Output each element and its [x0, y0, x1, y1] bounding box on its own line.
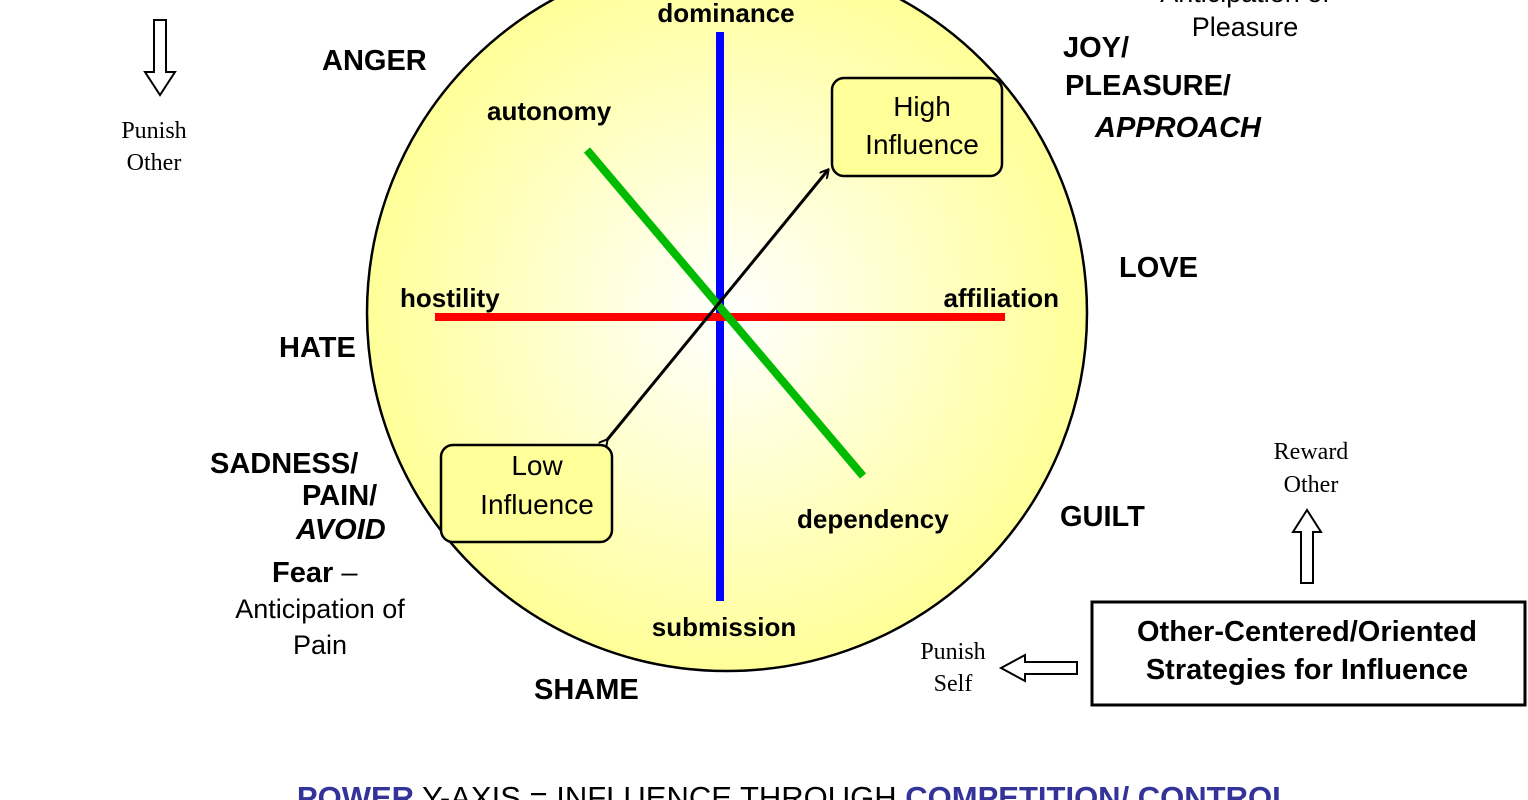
emotion-guilt: GUILT [1060, 501, 1145, 533]
footer-caption: POWER Y-AXIS = INFLUENCE THROUGH COMPETI… [297, 780, 1291, 800]
influence-double-arrow [607, 170, 828, 440]
punish-other-arrow-icon [143, 19, 177, 97]
label-affiliation: affiliation [943, 283, 1059, 313]
punish-other-label-2: Other [127, 150, 182, 176]
svg-text:Influence: Influence [865, 129, 979, 160]
reward-other-label-2: Other [1284, 472, 1339, 498]
emotion-anger: ANGER [322, 45, 427, 77]
label-dominance: dominance [657, 0, 794, 28]
reward-other-label: Reward [1274, 439, 1349, 465]
svg-text:Anticipation of: Anticipation of [235, 594, 405, 624]
emotion-fear: Fear – Anticipation of Pain [235, 557, 405, 660]
svg-text:Low: Low [511, 450, 563, 481]
svg-text:High: High [893, 91, 951, 122]
svg-text:Anticipation of: Anticipation of [1160, 0, 1330, 8]
label-autonomy: autonomy [487, 96, 612, 126]
label-submission: submission [652, 612, 796, 642]
high-influence-box: High Influence [830, 76, 1004, 178]
svg-text:PLEASURE/: PLEASURE/ [1065, 70, 1231, 102]
svg-text:Fear –: Fear – [272, 557, 358, 589]
emotion-joy: JOY/ PLEASURE/ APPROACH [1063, 32, 1262, 144]
svg-text:SADNESS/: SADNESS/ [210, 448, 358, 480]
svg-text:JOY/: JOY/ [1063, 32, 1129, 64]
emotion-shame: SHAME [534, 674, 639, 706]
svg-text:AVOID: AVOID [295, 514, 386, 546]
punish-self-label: Punish [920, 639, 985, 665]
punish-self-arrow-icon [998, 653, 1078, 683]
label-dependency: dependency [797, 504, 949, 534]
svg-text:Strategies for Influence: Strategies for Influence [1146, 654, 1468, 686]
svg-text:Influence: Influence [480, 489, 594, 520]
reward-other-arrow-icon [1291, 508, 1323, 584]
emotion-love: LOVE [1119, 252, 1198, 284]
emotion-pleasure-anticipation: Anticipation of Pleasure [1160, 0, 1330, 42]
strategy-box: Other-Centered/Oriented Strategies for I… [1090, 600, 1527, 707]
punish-other-label: Punish [121, 118, 186, 144]
svg-text:Other-Centered/Oriented: Other-Centered/Oriented [1137, 616, 1477, 648]
label-hostility: hostility [400, 283, 500, 313]
svg-text:APPROACH: APPROACH [1094, 112, 1262, 144]
svg-text:Pain: Pain [293, 630, 347, 660]
emotion-hate: HATE [279, 332, 356, 364]
svg-text:PAIN/: PAIN/ [302, 480, 377, 512]
punish-self-label-2: Self [934, 671, 973, 697]
low-influence-box: Low Influence [439, 443, 614, 544]
emotion-sadness: SADNESS/ PAIN/ AVOID [210, 448, 386, 546]
svg-text:Pleasure: Pleasure [1192, 12, 1299, 42]
